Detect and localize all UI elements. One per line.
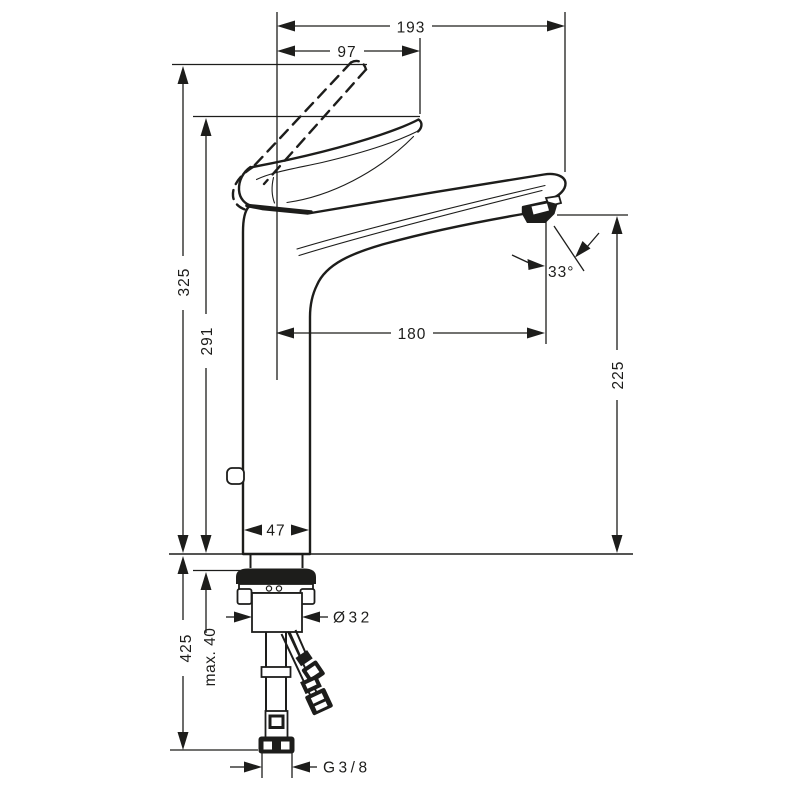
spout-face-line	[298, 189, 543, 257]
hose-connector	[300, 674, 333, 716]
connection-nut-slot	[263, 741, 272, 750]
dim-label-291: 291	[199, 327, 216, 356]
mounting-ear	[236, 588, 253, 605]
aerator-slot	[531, 203, 549, 215]
dimension-body-height: 291	[199, 118, 216, 553]
dimension-outlet-height: 225	[610, 216, 627, 553]
handle-top-edge	[248, 118, 423, 169]
body-spout-path	[241, 172, 567, 556]
dimension-base-width: 47	[244, 523, 309, 540]
gasket-detail	[265, 585, 273, 592]
faucet-handle	[237, 118, 423, 214]
pull-rod-tab	[226, 467, 245, 485]
dimension-spout-reach: 180	[276, 326, 545, 343]
escutcheon-plate	[236, 568, 316, 584]
lower-fitting-slot	[271, 717, 282, 726]
below-deck-assembly	[236, 554, 333, 754]
dashed-handle-tip	[349, 59, 368, 71]
dim-label-425: 425	[178, 634, 195, 663]
handle-facet-line	[271, 176, 276, 204]
spout-face-line	[296, 184, 546, 250]
shank-collar	[260, 666, 292, 678]
dimension-spray-angle: 33°	[511, 225, 600, 281]
dimension-total-height: 325	[176, 66, 193, 553]
hose-connector	[295, 650, 325, 684]
dim-label-325: 325	[176, 268, 193, 297]
dim-label-180: 180	[398, 326, 427, 343]
dimension-below-deck-length: 425	[177, 556, 195, 750]
dimension-shank-diameter: Ø32	[226, 610, 373, 627]
dimension-connection-thread: G3/8	[230, 760, 371, 777]
handle-raised-dashed	[231, 59, 368, 211]
dashed-handle-edge	[262, 68, 368, 186]
dimension-handle-reach: 97	[277, 44, 420, 61]
dim-label-dia32: Ø32	[333, 610, 373, 627]
dim-label-max40: max. 40	[202, 628, 219, 687]
faucet-outline	[226, 172, 567, 556]
dimension-annotations: 193 97 325 291	[170, 12, 628, 778]
dim-label-g38: G3/8	[323, 760, 371, 777]
mounting-nut	[251, 592, 303, 633]
gasket-detail	[275, 585, 283, 592]
handle-inner-line	[286, 135, 415, 204]
dimension-max-deck-thickness: max. 40	[200, 572, 219, 687]
dim-label-47: 47	[266, 523, 285, 540]
dim-label-225: 225	[610, 361, 627, 390]
dimension-total-width: 193	[277, 20, 565, 37]
dashed-handle-beak	[231, 165, 255, 211]
dim-label-33deg: 33°	[548, 264, 574, 281]
handle-base-pinch	[245, 203, 313, 214]
dim-label-97: 97	[337, 44, 356, 61]
dim-label-193: 193	[397, 20, 426, 37]
connection-nut-slot	[281, 741, 290, 750]
dashed-handle-edge	[251, 61, 353, 169]
